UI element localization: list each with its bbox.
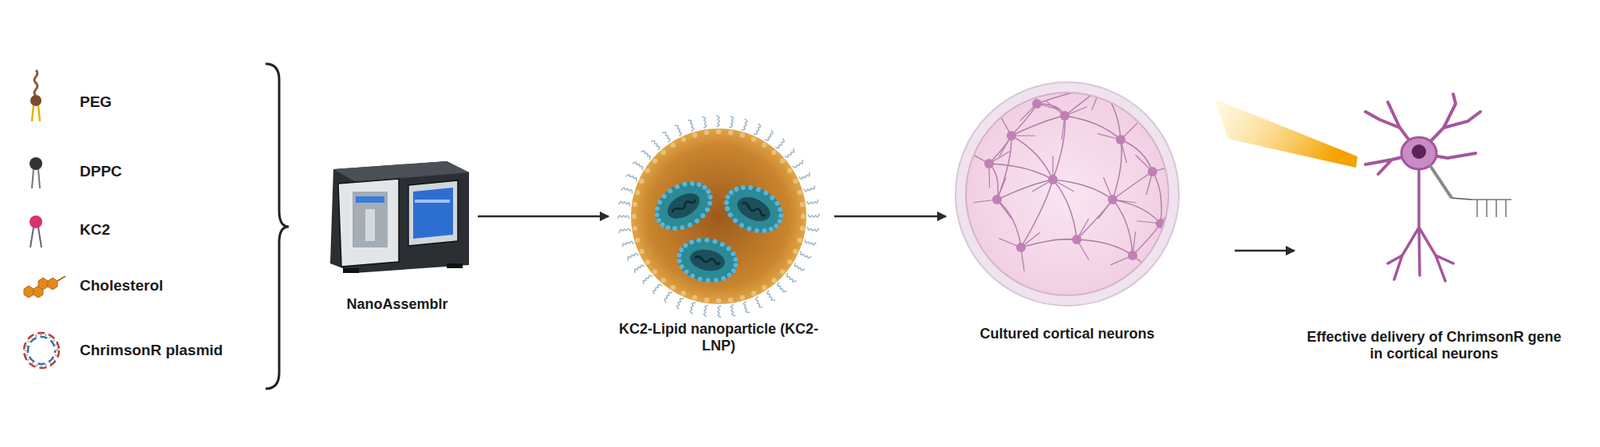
process-arrow <box>477 215 609 218</box>
peg-icon <box>30 70 42 122</box>
illustration-node: Cultured cortical neurons <box>947 79 1187 343</box>
illustration-node: Effective delivery of ChrimsonR gene in … <box>1296 87 1573 363</box>
illustration-node: NanoAssemblr <box>321 155 473 314</box>
cholesterol-icon <box>23 275 66 298</box>
petri-dish <box>955 68 1179 306</box>
component-label: PEG <box>79 93 112 111</box>
node-label: Effective delivery of ChrimsonR gene in … <box>1299 328 1569 363</box>
dppc-icon <box>29 157 43 189</box>
neuron <box>1365 94 1481 281</box>
electrode <box>1429 164 1512 217</box>
component-label: Cholesterol <box>79 276 164 295</box>
node-label: NanoAssemblr <box>344 295 450 314</box>
bracket <box>265 63 289 389</box>
process-arrow <box>834 215 946 218</box>
illustration-node: KC2-Lipid nanoparticle (KC2-LNP) <box>611 119 826 355</box>
component-label: ChrimsonR plasmid <box>79 341 223 359</box>
nanoassemblr-machine <box>330 161 469 273</box>
process-arrow <box>1234 249 1295 253</box>
node-label: KC2-Lipid nanoparticle (KC2-LNP) <box>614 320 823 355</box>
component-label: KC2 <box>79 220 111 239</box>
plasmid-icon <box>23 332 60 368</box>
lipid-nanoparticle <box>618 115 820 318</box>
kc2-icon <box>29 215 43 248</box>
light-beam <box>1214 98 1358 168</box>
component-label: DPPC <box>79 162 123 181</box>
node-label: Cultured cortical neurons <box>977 325 1156 343</box>
